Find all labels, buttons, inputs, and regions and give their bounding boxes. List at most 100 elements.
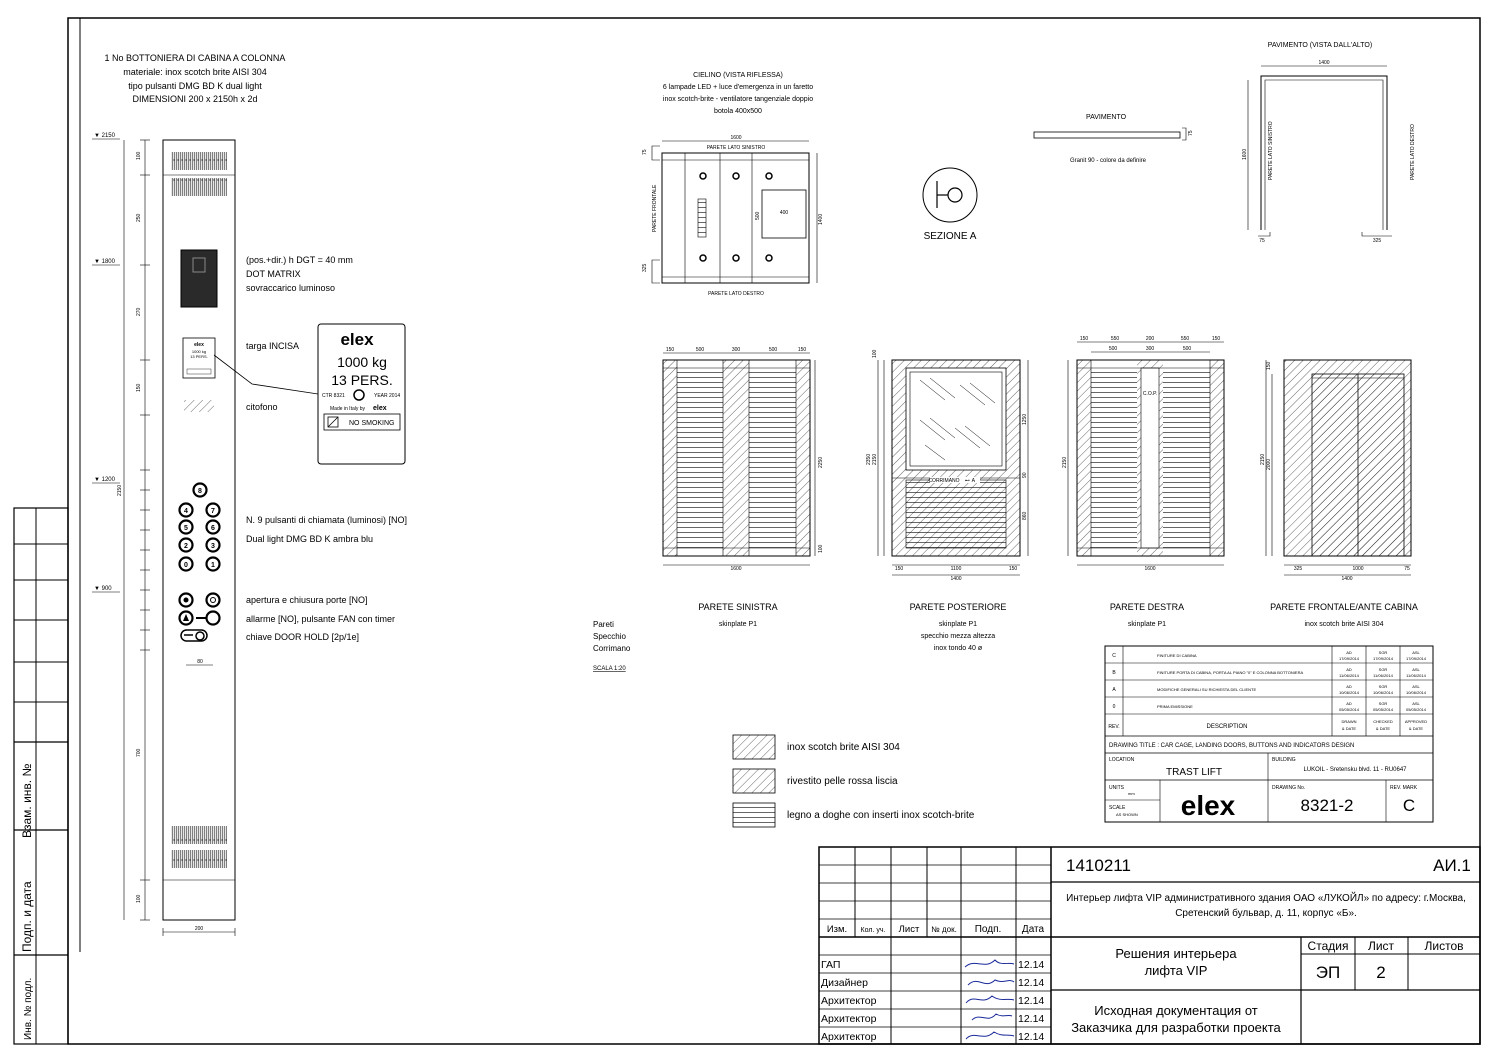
plate-ctr: CTR 8321: [322, 393, 345, 399]
rev-a-approved-date: 10/06/2014: [1406, 690, 1427, 695]
floor-plan-title: PAVIMENTO (VISTA DALL'ALTO): [1268, 42, 1372, 49]
legend-swatch-inox: [732, 734, 776, 760]
doc-mark: АИ.1: [1433, 856, 1471, 875]
dim-2150: 2150: [117, 485, 123, 496]
fan-button[interactable]: [196, 610, 221, 626]
button-3-label: 3: [211, 543, 215, 550]
doc-title-2: лифта VIP: [1145, 963, 1208, 978]
rev-a-checked: SGR: [1379, 684, 1388, 689]
rev-c-desc: FINITURE DI CABINA: [1157, 653, 1197, 658]
small-plate-persons: 13 PERS.: [190, 354, 208, 359]
ventilator: [697, 198, 707, 238]
label-display-3: sovraccarico luminoso: [246, 283, 335, 293]
wall-left-height: 2250: [818, 457, 824, 468]
column-spec-3: tipo pulsanti DMG BD K dual light: [128, 81, 262, 91]
rev-head-drawn: DRAWN: [1342, 719, 1357, 724]
call-buttons[interactable]: 8 4 7 5 6 2 3 0 1: [178, 482, 221, 572]
rev-c-approved: ASL: [1412, 650, 1420, 655]
doc-title-1: Решения интерьера: [1115, 946, 1237, 961]
level-markers: ▼ 2150 ▼ 1800 ▼ 1200 ▼ 900: [92, 133, 120, 593]
role-designer: Дизайнер: [821, 977, 868, 989]
signature-1: [964, 959, 1015, 968]
wall-left-d5: 150: [798, 347, 807, 353]
rev-0-approved-date: 05/05/2014: [1406, 707, 1427, 712]
wall-left: 150 500 300 500 150 2250 100 1600 PARETE…: [662, 347, 824, 628]
wall-back-sub3: inox tondo 40 ø: [934, 645, 983, 652]
date-architect-2: 12.14: [1018, 1013, 1044, 1025]
side-stamp-label-3: Инв. № подл.: [23, 978, 34, 1040]
button-6-label: 6: [211, 525, 215, 532]
button-1[interactable]: 1: [205, 556, 221, 572]
sheet-value: 2: [1376, 963, 1385, 982]
drawing-title: DRAWING TITLE : CAR CAGE, LANDING DOORS,…: [1109, 743, 1354, 749]
header-list: Лист: [899, 924, 920, 935]
rev-head-checked: CHECKED: [1373, 719, 1393, 724]
wall-right-t2: 550: [1111, 336, 1120, 342]
dim-100: 100: [136, 151, 142, 160]
stage-value: ЭП: [1316, 963, 1340, 982]
door-buttons[interactable]: [178, 592, 221, 642]
ceiling-title-3: inox scotch-brite - ventilatore tangenzi…: [663, 96, 813, 103]
signatures: [964, 959, 1015, 1040]
ceiling-depth: 1400: [818, 214, 824, 225]
date-designer: 12.14: [1018, 977, 1044, 989]
door-close-button[interactable]: [205, 592, 221, 608]
ceiling-left-side: PARETE LATO SINISTRO: [707, 145, 766, 151]
column-dim-labels: 100 250 270 150 700 100 2150: [117, 151, 142, 903]
hatch: [761, 189, 807, 239]
wall-front-d3: 75: [1404, 566, 1410, 572]
button-2-label: 2: [184, 543, 188, 550]
mirror: [909, 371, 1003, 467]
wall-right-t4: 550: [1181, 336, 1190, 342]
note-3: Corrimano: [593, 644, 631, 653]
date-architect-3: 12.14: [1018, 1031, 1044, 1043]
label-display-1: (pos.+dir.) h DGT = 40 mm: [246, 255, 353, 265]
button-4[interactable]: 4: [178, 502, 194, 518]
sheet-header: Лист: [1368, 939, 1395, 953]
section-a: SEZIONE A: [922, 167, 978, 242]
small-plate-brand: elex: [194, 342, 204, 348]
ceiling-view: CIELINO (VISTA RIFLESSA) 6 lampade LED +…: [642, 72, 824, 297]
button-2[interactable]: 2: [178, 537, 194, 553]
level-900: ▼ 900: [94, 586, 112, 592]
ceiling-width: 1600: [730, 135, 741, 141]
hatch-width: 400: [780, 210, 789, 216]
wall-right-m1: 500: [1109, 346, 1118, 352]
hatch-height: 500: [755, 211, 761, 220]
button-3[interactable]: 3: [205, 537, 221, 553]
alarm-button[interactable]: [178, 610, 194, 626]
units-value: mm: [1128, 791, 1135, 796]
rev-0-desc: PRIMA EMISSIONE: [1157, 704, 1193, 709]
rev-head: REV.: [1108, 724, 1119, 730]
role-gap: ГАП: [821, 959, 840, 971]
column-spec-1: 1 No BOTTONIERA DI CABINA A COLONNA: [105, 53, 286, 63]
dot-matrix-display: [180, 249, 218, 308]
handrail-arrow: ⊷ A: [965, 478, 976, 484]
legend-swatch-wood: [732, 802, 776, 828]
floor-plan-right: PARETE LATO DESTRO: [1410, 124, 1416, 180]
signature-2: [967, 979, 1015, 986]
floor-thickness: 75: [1188, 130, 1194, 136]
wall-right-t1: 150: [1080, 336, 1089, 342]
rev-head-desc: DESCRIPTION: [1206, 724, 1247, 730]
rev-head-approved: APPROVED: [1405, 719, 1427, 724]
legend-inox: inox scotch brite AISI 304: [787, 742, 900, 753]
button-6[interactable]: 6: [205, 519, 221, 535]
button-4-label: 4: [184, 508, 188, 515]
button-8[interactable]: 8: [192, 482, 208, 498]
wall-right-title: PARETE DESTRA: [1110, 602, 1184, 612]
handrail-label: CORRIMANO: [928, 478, 959, 484]
title-stamp-text: 1410211 АИ.1 Интерьер лифта VIP админист…: [821, 856, 1471, 1043]
door-open-button[interactable]: [178, 592, 194, 608]
button-5[interactable]: 5: [178, 519, 194, 535]
plate-nosmoking: NO SMOKING: [349, 420, 395, 427]
material-notes: Pareti Specchio Corrimano SCALA 1:20: [593, 620, 631, 672]
rev-0-approved: ASL: [1412, 701, 1420, 706]
door-hold-key[interactable]: [180, 629, 208, 642]
dim-700: 700: [136, 748, 142, 757]
button-7[interactable]: 7: [205, 502, 221, 518]
button-0[interactable]: 0: [178, 556, 194, 572]
building-value: LUKOIL - Sretensku blvd. 11 - RU0647: [1303, 767, 1407, 773]
wall-right: 150 550 200 550 150 500 300 500 C.O.P. 2…: [1062, 336, 1225, 628]
